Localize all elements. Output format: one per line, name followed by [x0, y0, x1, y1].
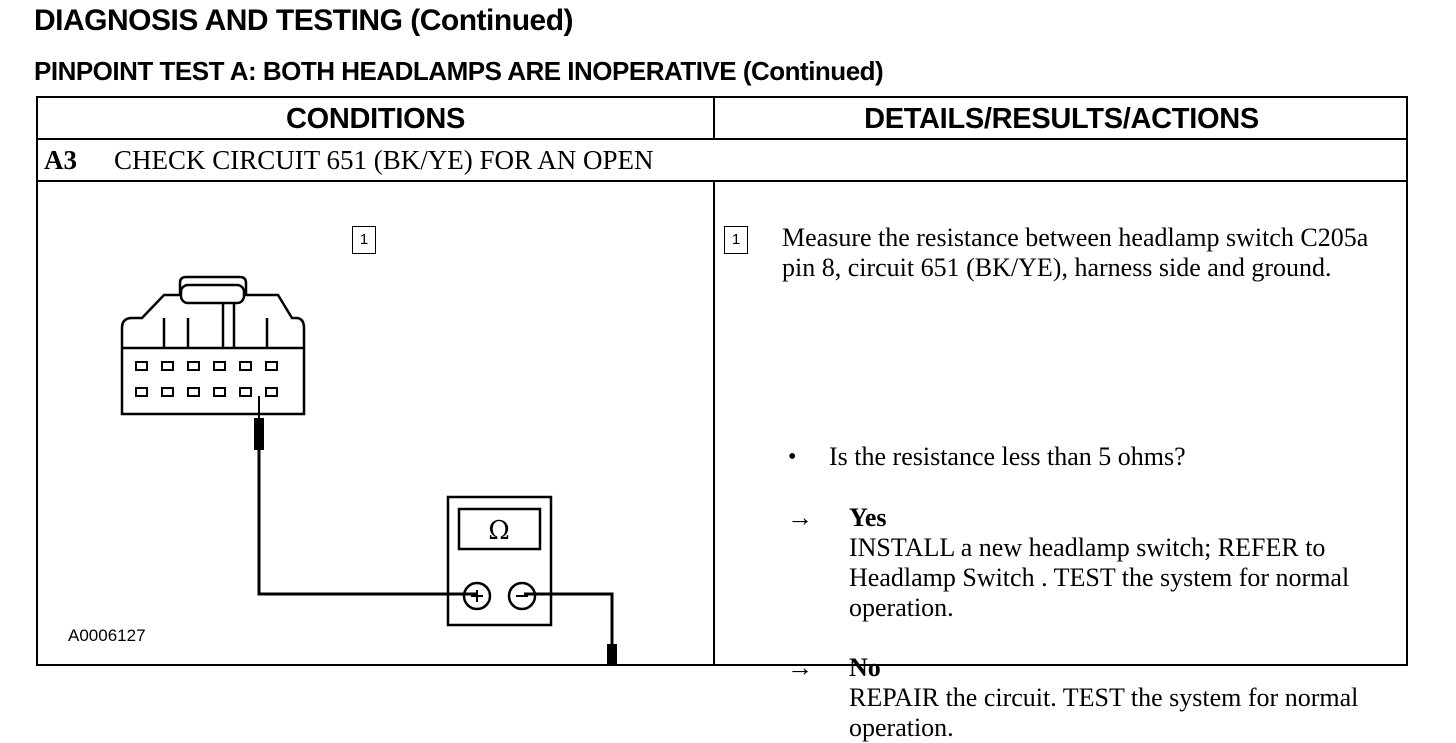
yes-label: Yes [849, 503, 887, 532]
probe-icon [254, 396, 264, 450]
pinpoint-test-title: PINPOINT TEST A: BOTH HEADLAMPS ARE INOP… [34, 56, 884, 86]
test-question: Is the resistance less than 5 ohms? [829, 442, 1186, 471]
figure-id: A0006127 [68, 626, 146, 645]
step-row: A3 CHECK CIRCUIT 651 (BK/YE) FOR AN OPEN [38, 140, 1406, 182]
bullet-icon: • [788, 444, 797, 470]
arrow-icon: → [787, 503, 813, 532]
connector-icon [120, 275, 306, 416]
meter-symbol: Ω [488, 516, 510, 546]
step-title: CHECK CIRCUIT 651 (BK/YE) FOR AN OPEN [114, 145, 654, 175]
conditions-diagram: Ω 1 A0006127 [38, 182, 713, 664]
callout-number: 1 [724, 226, 748, 254]
page-title: DIAGNOSIS AND TESTING (Continued) [34, 4, 574, 37]
column-divider [713, 182, 715, 664]
pinpoint-test-table: CONDITIONS DETAILS/RESULTS/ACTIONS A3 CH… [36, 96, 1408, 742]
details-header: DETAILS/RESULTS/ACTIONS [864, 103, 1259, 135]
measure-instruction: Measure the resistance between headlamp … [782, 223, 1369, 282]
callout-number: 1 [352, 226, 376, 254]
details-cell: 1 Measure the resistance between headlam… [715, 182, 1408, 742]
arrow-icon: → [787, 653, 813, 682]
test-lead-wires [257, 450, 614, 644]
column-divider [713, 98, 715, 140]
no-label: No [849, 653, 881, 682]
ground-symbol-icon [607, 644, 617, 664]
yes-action: INSTALL a new headlamp switch; REFER to … [849, 533, 1350, 622]
ohmmeter-icon: Ω [446, 495, 553, 627]
no-action: REPAIR the circuit. TEST the system for … [849, 683, 1359, 742]
table-header-row: CONDITIONS DETAILS/RESULTS/ACTIONS [38, 98, 1406, 140]
wiring-diagram: Ω [120, 275, 617, 664]
conditions-header: CONDITIONS [285, 103, 466, 135]
step-id: A3 [44, 145, 77, 175]
